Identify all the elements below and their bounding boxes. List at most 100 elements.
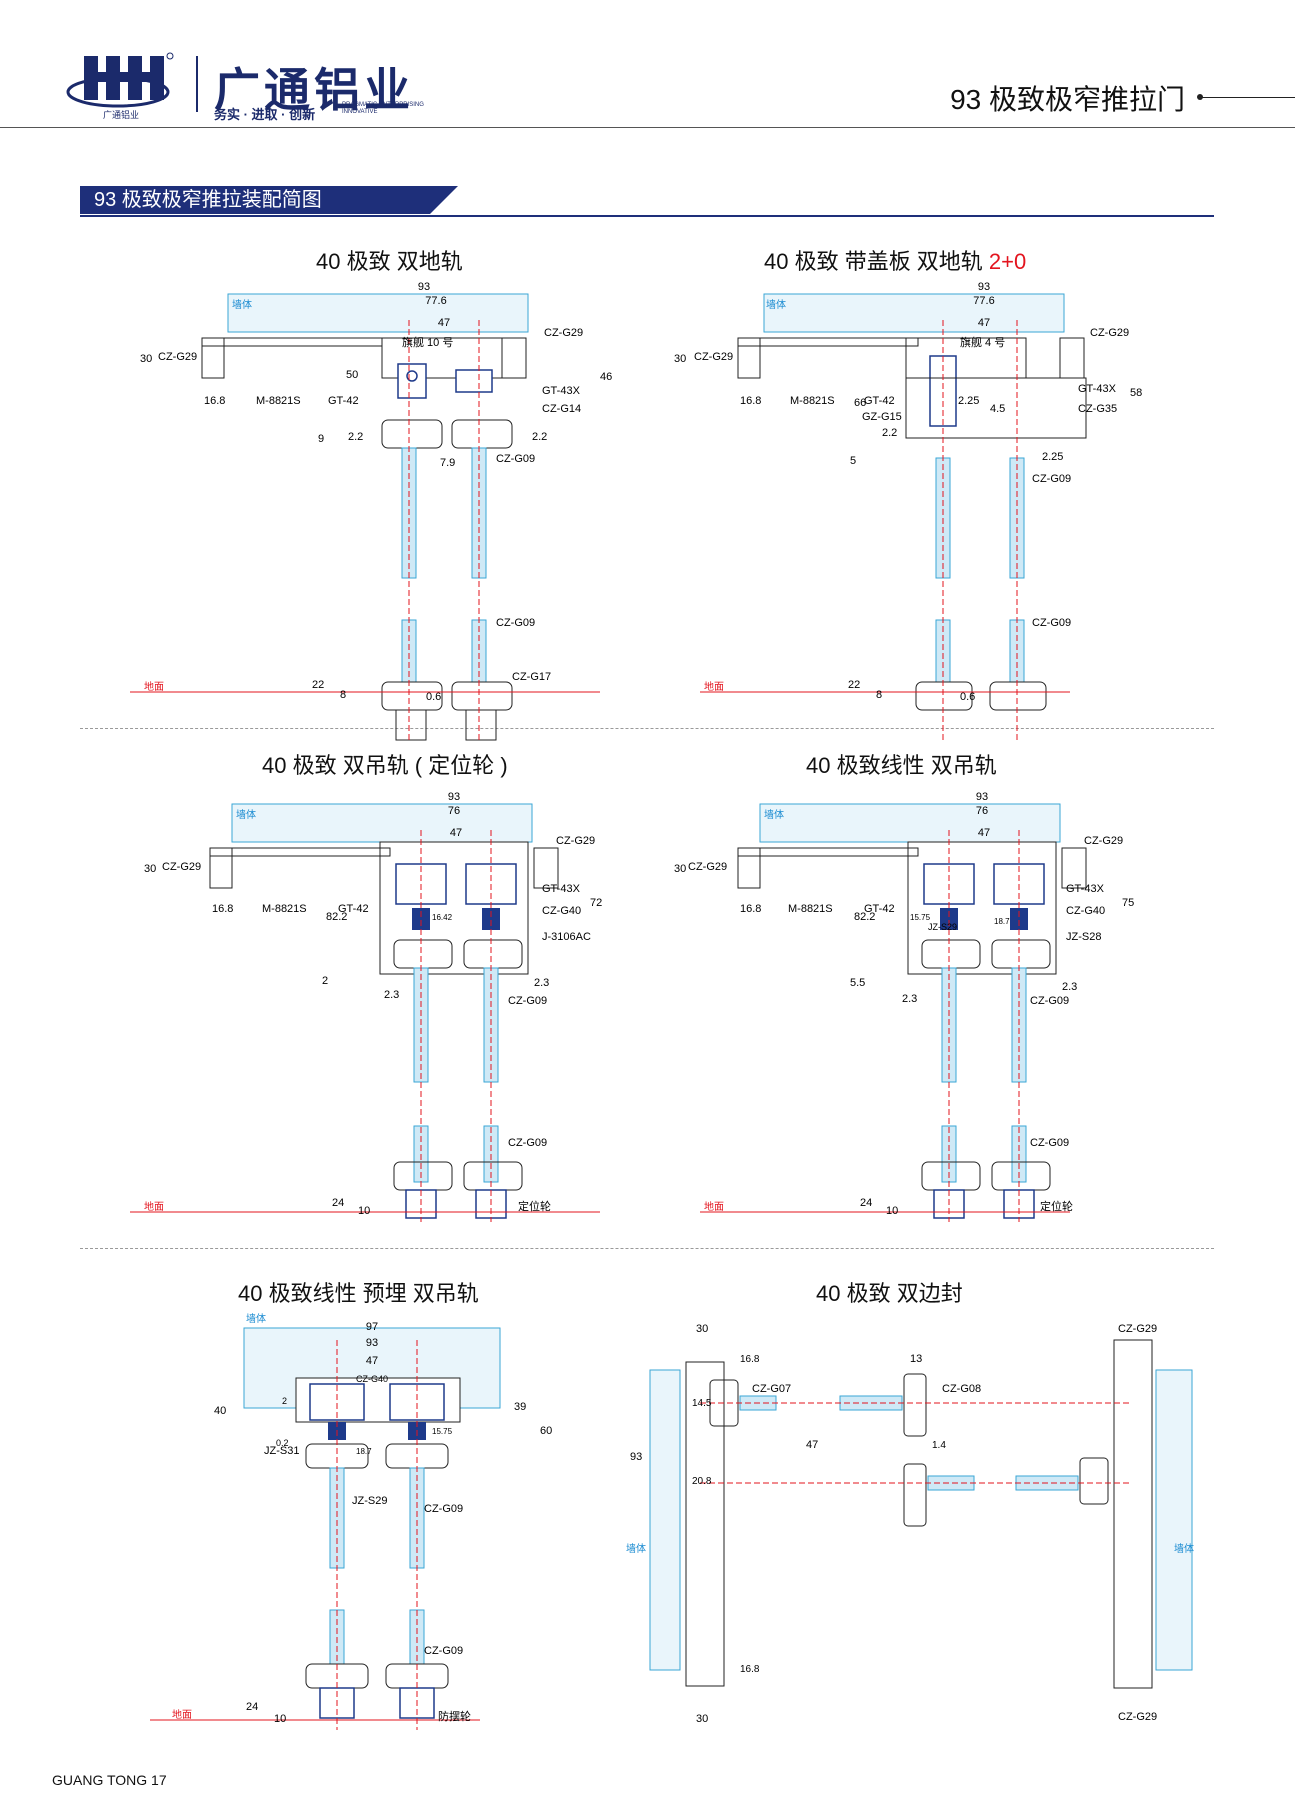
- label-gt-43x: GT-43X: [1066, 883, 1105, 895]
- panel-2-title-main: 40 极致 带盖板 双地轨: [764, 249, 989, 274]
- label-jz-s29: JZ-S29: [352, 1495, 387, 1507]
- wall-block-right: [1155, 1369, 1193, 1671]
- label-cz-g07: CZ-G07: [752, 1383, 791, 1395]
- label-guide-wheel: 定位轮: [1040, 1199, 1073, 1213]
- dim-60: 60: [540, 1425, 552, 1437]
- label-cz-g14: CZ-G14: [542, 403, 581, 415]
- label-m-8821s: M-8821S: [788, 903, 833, 915]
- floor-label: 地面: [144, 1200, 164, 1213]
- label-cz-g29-top: CZ-G29: [1118, 1323, 1157, 1335]
- wall-block-left: [649, 1369, 681, 1671]
- dim-58: 58: [1130, 387, 1142, 399]
- panel-5-title: 40 极致线性 预埋 双吊轨: [238, 1281, 479, 1306]
- dim-77-6: 77.6: [425, 295, 446, 307]
- dim-1-4: 1.4: [932, 1440, 946, 1451]
- label-cz-g40: CZ-G40: [356, 1374, 388, 1384]
- brand-name: 广通铝业: [214, 64, 414, 116]
- label-cz-g40: CZ-G40: [1066, 905, 1105, 917]
- sash-top-left: [381, 419, 443, 449]
- brand-slogan-en: PRAGMATIC ENTERPRISING INNOVATIVE: [342, 102, 424, 115]
- dim-77-6: 77.6: [973, 295, 994, 307]
- dim-10: 10: [886, 1205, 898, 1217]
- side-profile-right: [1061, 847, 1087, 889]
- wall-label: 墙体: [232, 298, 252, 311]
- dim-97: 97: [366, 1321, 378, 1333]
- dim-46: 46: [600, 371, 612, 383]
- profile-cz-g08-lower: [903, 1463, 927, 1527]
- panel-3-title: 40 极致 双吊轨 ( 定位轮 ): [262, 753, 508, 778]
- dim-22: 22: [312, 679, 324, 691]
- label-cz-g09-upper: CZ-G09: [508, 995, 547, 1007]
- label-m-8821s: M-8821S: [262, 903, 307, 915]
- label-gt-42: GT-42: [864, 395, 895, 407]
- panel-3-drawing: 墙体 地面 93 76 47 30 16.8 82.2 16.42 72 2 2…: [130, 791, 602, 1222]
- sash-top-right: [463, 939, 523, 969]
- dim-0-6: 0.6: [960, 691, 975, 703]
- label-cz-g29-bottom: CZ-G29: [1118, 1711, 1157, 1723]
- hanger-bolt-right: [482, 908, 500, 930]
- label-cz-g29-right: CZ-G29: [544, 327, 583, 339]
- dim-16-8: 16.8: [212, 903, 233, 915]
- label-cz-g09-upper: CZ-G09: [1032, 473, 1071, 485]
- wall-label: 墙体: [236, 808, 256, 821]
- label-guide-wheel: 定位轮: [518, 1199, 551, 1213]
- header-separator: [196, 56, 198, 112]
- dim-2-3-left: 2.3: [902, 993, 917, 1005]
- dim-16-8: 16.8: [204, 395, 225, 407]
- dim-93: 93: [418, 281, 430, 293]
- dim-50: 50: [346, 369, 358, 381]
- panel-4-title: 40 极致线性 双吊轨: [806, 753, 997, 778]
- dim-2-3-left: 2.3: [384, 989, 399, 1001]
- dim-24: 24: [246, 1701, 258, 1713]
- hanger-bolt-left: [412, 908, 430, 930]
- label-cz-g09-upper: CZ-G09: [1030, 995, 1069, 1007]
- dim-0-2: 0.2: [276, 1438, 289, 1448]
- dim-93: 93: [630, 1451, 642, 1463]
- wall-label: 墙体: [764, 808, 784, 821]
- dim-2-2-right: 2.2: [532, 431, 547, 443]
- panel-5-drawing: 墙体 地面 97 93 47 40 2 39 60 0.2 18.7 15.75…: [150, 1312, 552, 1730]
- dim-22: 22: [848, 679, 860, 691]
- dim-18-7: 18.7: [356, 1447, 372, 1456]
- panel-1-drawing: 墙体 地面 93 77.6 47 30 16.8 50 46 9 2.2 2.2…: [130, 281, 612, 742]
- dim-47: 47: [366, 1355, 378, 1367]
- dim-93: 93: [978, 281, 990, 293]
- logo-caption: 广通铝业: [103, 109, 139, 120]
- dim-20-8: 20.8: [692, 1476, 712, 1487]
- sash-bottom-right: [451, 681, 513, 711]
- dim-47: 47: [806, 1439, 818, 1451]
- dim-16-42: 16.42: [432, 913, 453, 922]
- wall-label: 墙体: [246, 1312, 266, 1325]
- dim-16-8: 16.8: [740, 903, 761, 915]
- dim-30: 30: [144, 863, 156, 875]
- company-logo-icon: 广通铝业: [66, 52, 174, 120]
- label-gt-43x: GT-43X: [542, 883, 581, 895]
- dim-76: 76: [448, 805, 460, 817]
- dim-24: 24: [332, 1197, 344, 1209]
- sash-top-left: [921, 939, 981, 969]
- side-profile: [737, 337, 761, 379]
- dim-7-9: 7.9: [440, 457, 455, 469]
- label-flagship-10: 旗舰 10 号: [402, 335, 453, 349]
- label-cz-g09-upper: CZ-G09: [424, 1503, 463, 1515]
- dim-18-7: 18.7: [994, 917, 1010, 926]
- label-gz-g15: GZ-G15: [862, 411, 902, 423]
- section-tab: [430, 186, 458, 214]
- side-profile-right: [533, 847, 559, 889]
- wall-label-right: 墙体: [1174, 1542, 1194, 1555]
- dim-82-2: 82.2: [326, 911, 347, 923]
- dim-8: 8: [340, 689, 346, 701]
- panel-2-title-accent: 2+0: [988, 249, 1027, 274]
- dim-76: 76: [976, 805, 988, 817]
- edge-seal-left: [685, 1361, 725, 1687]
- dim-9: 9: [318, 433, 324, 445]
- floor-roller-left: [395, 709, 427, 741]
- dim-2-3-right: 2.3: [1062, 981, 1077, 993]
- label-jz-s29: JZ-S29: [928, 922, 957, 932]
- label-cz-g29-left: CZ-G29: [688, 861, 727, 873]
- side-profile-right: [1059, 337, 1085, 379]
- label-cz-g29-left: CZ-G29: [162, 861, 201, 873]
- dim-10: 10: [358, 1205, 370, 1217]
- side-profile: [209, 847, 233, 889]
- wall-block: [763, 293, 1065, 333]
